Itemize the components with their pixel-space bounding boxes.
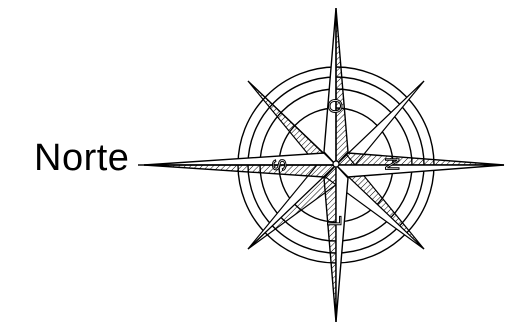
center-dot [333, 161, 339, 167]
letter-west: O [326, 99, 347, 114]
letter-south: S [270, 159, 291, 172]
point-right-bottom [336, 165, 504, 177]
letter-east: L [325, 216, 346, 227]
point-top-right [336, 8, 348, 165]
horizontal-points [144, 153, 504, 177]
point-top-left [324, 8, 336, 165]
point-left-top [144, 153, 336, 165]
point-bottom-left [324, 165, 336, 322]
point-left-bottom [144, 165, 336, 177]
north-label: Norte [34, 139, 129, 177]
letter-north: N [383, 157, 404, 171]
point-right-top [336, 153, 504, 165]
point-bottom-right [336, 165, 348, 322]
